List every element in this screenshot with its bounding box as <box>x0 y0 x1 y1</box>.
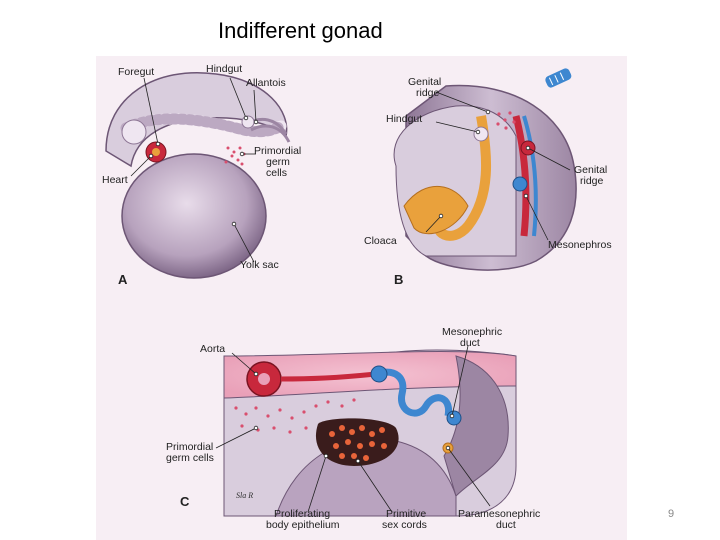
cloaca-shape <box>403 186 469 235</box>
ridge-detail-icon <box>545 68 572 88</box>
label-genital-ridge-right-1: Genital <box>574 164 607 176</box>
panel-b-letter: B <box>394 272 403 287</box>
label-hindgut-b: Hindgut <box>386 113 422 125</box>
germ-cells-c <box>234 398 356 434</box>
illustrator-signature: Sla R <box>236 491 253 500</box>
mesonephric-tubule <box>374 368 453 417</box>
figure-svg: Foregut Hindgut Allantois Primordial ger… <box>102 63 612 531</box>
label-hindgut-a: Hindgut <box>206 63 242 75</box>
label-cloaca: Cloaca <box>364 235 397 247</box>
label-paramesonephric-2: duct <box>496 519 516 531</box>
label-yolk-sac: Yolk sac <box>240 259 279 271</box>
label-paramesonephric-1: Paramesonephric <box>458 508 540 520</box>
label-proliferating-2: body epithelium <box>266 519 340 531</box>
panel-c-letter: C <box>180 494 190 509</box>
germ-cells-b <box>496 111 516 130</box>
label-pgc-c-2: germ cells <box>166 452 214 464</box>
label-mesonephric-duct-2: duct <box>460 337 480 349</box>
mesonephric-duct-c <box>446 410 462 426</box>
label-pgc-a-1: Primordial <box>254 145 301 157</box>
sex-cords-region <box>315 418 399 466</box>
label-mesonephric-duct-1: Mesonephric <box>442 326 502 338</box>
page-number: 9 <box>668 508 675 520</box>
embryology-figure: Foregut Hindgut Allantois Primordial ger… <box>96 56 627 540</box>
label-sex-cords-1: Primitive <box>386 508 426 520</box>
panel-a-letter: A <box>118 272 128 287</box>
label-foregut: Foregut <box>118 66 154 78</box>
yolk-sac <box>121 153 267 279</box>
primitive-sex-cords <box>329 425 387 461</box>
germ-cells-a <box>224 146 246 166</box>
panel-a: Foregut Hindgut Allantois Primordial ger… <box>102 63 301 287</box>
label-proliferating-1: Proliferating <box>274 508 330 520</box>
label-pgc-a-3: cells <box>266 167 287 179</box>
label-pgc-a-2: germ <box>266 156 290 168</box>
aortic-branch <box>280 371 377 382</box>
label-heart: Heart <box>102 174 128 186</box>
label-allantois: Allantois <box>246 77 286 89</box>
label-sex-cords-2: sex cords <box>382 519 427 531</box>
label-genital-ridge-top-1: Genital <box>408 76 441 88</box>
label-mesonephros: Mesonephros <box>548 239 612 251</box>
head-fold <box>121 119 147 145</box>
label-genital-ridge-right-2: ridge <box>580 175 604 187</box>
label-genital-ridge-top-2: ridge <box>416 87 440 99</box>
slide-title: Indifferent gonad <box>218 18 383 43</box>
label-pgc-c-1: Primordial <box>166 441 213 453</box>
label-aorta: Aorta <box>200 343 225 355</box>
mesonephric-duct-b <box>522 115 538 237</box>
panel-c: Aorta Mesonephric duct Primordial germ c… <box>166 326 540 531</box>
panel-b: Genital ridge Hindgut Genital ridge Cloa… <box>364 68 612 287</box>
mesonephros-shape <box>512 115 530 237</box>
